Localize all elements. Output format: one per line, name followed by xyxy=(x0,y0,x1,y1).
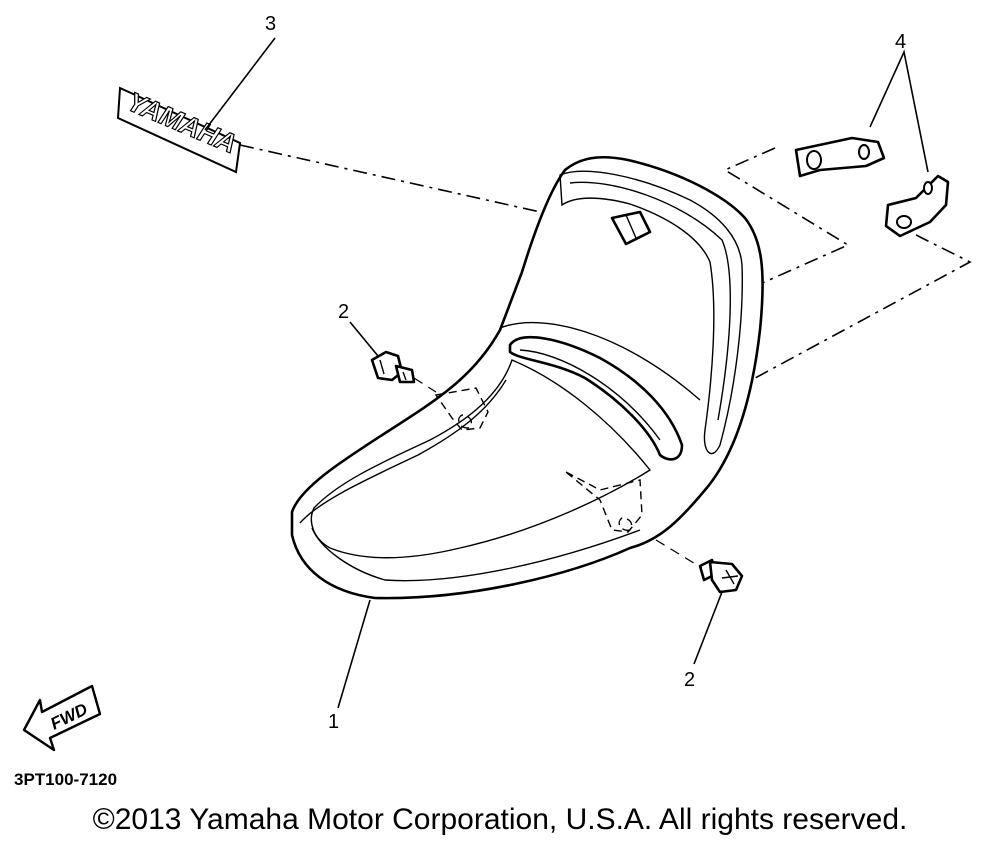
part-code: 3PT100-7120 xyxy=(14,770,118,789)
seat-pad-front xyxy=(310,359,652,559)
seat-bracket-left[interactable] xyxy=(794,136,886,178)
copyright-notice: ©2013 Yamaha Motor Corporation, U.S.A. A… xyxy=(92,803,908,836)
bracket-leader xyxy=(869,49,929,173)
bracket-dashline-b xyxy=(569,221,972,479)
callout-bolt-lower: 2 xyxy=(684,669,695,691)
seat-backrest xyxy=(559,170,743,455)
seat-outline xyxy=(290,155,764,600)
seat-strip xyxy=(508,335,684,461)
bolt-upper-leader xyxy=(349,321,379,357)
emblem-leader xyxy=(204,37,276,131)
bolt-lower[interactable] xyxy=(698,558,744,594)
seat-bracket-right[interactable] xyxy=(884,174,950,238)
bolt-lower-axis xyxy=(655,539,703,569)
emblem-dashline xyxy=(239,144,613,229)
callout-emblem: 3 xyxy=(265,13,276,35)
bolt-upper-axis xyxy=(413,377,437,393)
seat[interactable] xyxy=(290,155,764,600)
callout-seat: 1 xyxy=(328,711,339,733)
yamaha-emblem[interactable]: YAMAHA xyxy=(116,86,245,174)
seat-leader xyxy=(337,599,371,709)
fwd-arrow-icon: FWD xyxy=(22,684,102,752)
bolt-upper[interactable] xyxy=(370,350,416,384)
callout-bolt-upper: 2 xyxy=(338,301,349,323)
callout-bracket: 4 xyxy=(895,31,906,53)
bolt-lower-leader xyxy=(693,591,723,665)
